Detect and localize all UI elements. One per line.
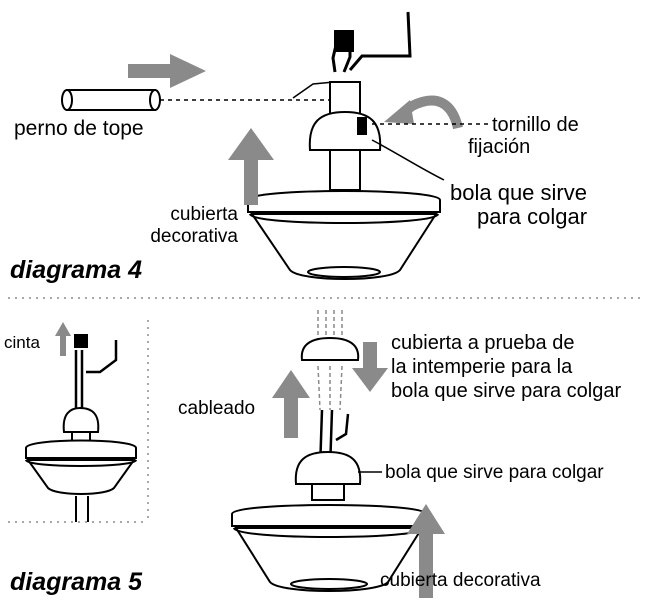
diagram-5-inset: [8, 320, 149, 523]
canopy-5: [231, 504, 427, 592]
cover-label-line3: bola que sirve para colgar: [391, 380, 622, 402]
set-screw-curved-arrow: [401, 95, 463, 130]
canopy-label-4-line1: cubierta: [170, 204, 238, 225]
hanger-ball-5-label: bola que sirve para colgar: [385, 462, 604, 483]
hanger-ball-5: [294, 450, 362, 485]
weatherproof-cover: [300, 336, 360, 361]
hanger-ball-leader: [371, 139, 445, 181]
diagram-4-illustration: [61, 11, 488, 280]
hanger-ball-label-line2: para colgar: [477, 204, 588, 229]
canopy-label-5: cubierta decorativa: [380, 570, 541, 591]
diagram-4-title: diagrama 4: [10, 256, 143, 284]
canopy-label-4-line2: decorativa: [150, 226, 238, 247]
tape-label: cinta: [4, 333, 40, 352]
cover-label-line1: cubierta a prueba de: [391, 332, 575, 354]
downrod-lower: [329, 149, 361, 191]
inset-hanger-ball: [62, 406, 100, 433]
wire-connector: [334, 30, 354, 52]
canopy-up-arrow-4: [228, 128, 274, 205]
hanger-ball: [308, 110, 382, 151]
stop-pin-label: perno de tope: [14, 117, 144, 140]
cover-label-line2: la intemperie para la: [391, 356, 573, 378]
hanger-ball-label-line1: bola que sirve: [450, 180, 587, 205]
wiring-label: cableado: [178, 398, 256, 419]
inset-wires: [74, 340, 118, 408]
diagram-5-title: diagrama 5: [10, 568, 143, 596]
insert-arrow: [128, 54, 206, 88]
canopy-4: [247, 190, 441, 280]
cover-down-arrow: [352, 342, 388, 392]
set-screw-label-line2: fijación: [468, 136, 531, 158]
tape-up-arrow: [55, 322, 71, 356]
set-screw-label-line1: tornillo de: [492, 114, 579, 136]
stop-pin: [61, 89, 161, 111]
diagram-5-illustration: [231, 310, 445, 598]
inset-canopy: [25, 439, 137, 495]
inset-tape: [74, 334, 88, 348]
wiring-up-arrow: [272, 370, 310, 438]
canopy-up-arrow-5: [407, 504, 445, 598]
